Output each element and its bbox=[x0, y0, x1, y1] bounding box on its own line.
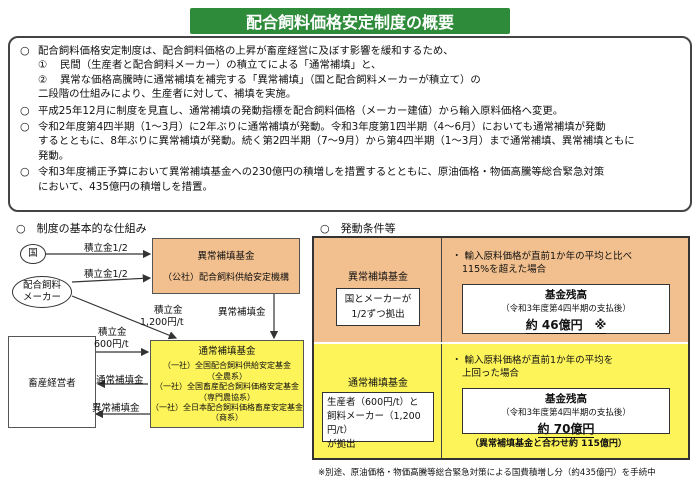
overview-text: 配合飼料価格安定制度は、配合飼料価格の上昇が畜産経営に及ぼす影響を緩和するため、 bbox=[38, 45, 454, 57]
abnormal-fund-org: （公社）配合飼料供給安定機構 bbox=[162, 273, 289, 283]
abnormal-fund-title: 異常補填基金 bbox=[197, 251, 255, 262]
abnormal-balance-box: 基金残高 （令和3年度第4四半期の支払後） 約 46億円 ※ bbox=[462, 284, 670, 334]
label-maker-contrib-normal: 積立金 bbox=[154, 305, 183, 316]
item-number: ② bbox=[38, 73, 48, 86]
overview-text: 令和2年度第4四半期（1～3月）に2年ぶりに通常補填が発動。令和3年度第1四半期… bbox=[38, 121, 606, 134]
balance-subtitle: （令和3年度第4四半期の支払後） bbox=[501, 408, 631, 418]
overview-bullet-3: ○ 令和2年度第4四半期（1～3月）に2年ぶりに通常補填が発動。令和3年度第1四… bbox=[20, 120, 680, 163]
normal-fund-org: （一社）全日本配合飼料価格畜産安定基金 bbox=[151, 403, 303, 413]
normal-fund-title: 通常補填基金 bbox=[198, 346, 256, 357]
normal-funding-text: 飼料メーカー（1,200円/t） bbox=[327, 411, 421, 436]
balance-amount: 約 46億円 ※ bbox=[525, 318, 607, 334]
balance-title: 基金残高 bbox=[545, 289, 587, 301]
label-abnormal-to-normal: 異常補填金 bbox=[218, 307, 266, 318]
overview-text: において、435億円の積増しを措置。 bbox=[38, 180, 213, 193]
label-kuni-contrib: 積立金1/2 bbox=[84, 243, 128, 254]
overview-text: 民間（生産者と配合飼料メーカー）の積立てによる「通常補填」と、 bbox=[60, 59, 382, 72]
abnormal-funding-text: 1/2ずつ拠出 bbox=[351, 309, 405, 320]
normal-trigger: ・ 輸入原料価格が直前1か年の平均を 上回った場合 bbox=[452, 355, 614, 379]
page-title: 配合飼料価格安定制度の概要 bbox=[190, 8, 510, 34]
abnormal-left-cell: 異常補填基金 国とメーカーが 1/2ずつ拠出 bbox=[314, 238, 442, 342]
normal-funding-text: 生産者（600円/t）と bbox=[327, 397, 419, 408]
conditions-row-normal: 通常補填基金 生産者（600円/t）と 飼料メーカー（1,200円/t） が拠出… bbox=[314, 344, 688, 458]
abnormal-funding-box: 国とメーカーが 1/2ずつ拠出 bbox=[336, 288, 420, 326]
overview-bullet-1: ○ 配合飼料価格安定制度は、配合飼料価格の上昇が畜産経営に及ぼす影響を緩和するた… bbox=[20, 44, 680, 102]
overview-box: ○ 配合飼料価格安定制度は、配合飼料価格の上昇が畜産経営に及ぼす影響を緩和するた… bbox=[8, 36, 692, 212]
node-normal-fund: 通常補填基金 （一社）全国配合飼料供給安定基金 （全農系） （一社）全国畜産配合… bbox=[150, 340, 304, 428]
balance-subtitle: （令和3年度第4四半期の支払後） bbox=[501, 304, 631, 314]
label-farmer-contrib: 積立金 bbox=[98, 327, 127, 338]
normal-fund-org-sub: （専門農協系） bbox=[199, 392, 255, 402]
normal-fund-org-sub: （商系） bbox=[211, 413, 243, 423]
bullet-marker: ○ bbox=[20, 44, 30, 57]
overview-text: 二段階の仕組みにより、生産者に対して、補填を実施。 bbox=[38, 88, 297, 101]
conditions-row-abnormal: 異常補填基金 国とメーカーが 1/2ずつ拠出 ・ 輸入原料価格が直前1か年の平均… bbox=[314, 238, 688, 342]
overview-text: 平成25年12月に制度を見直し、通常補填の発動指標を配合飼料価格（メーカー建値）… bbox=[38, 104, 564, 117]
conditions-section-label: ○ 発動条件等 bbox=[320, 222, 396, 235]
label-abnormal-payout: 異常補填金 bbox=[92, 403, 140, 414]
balance-amount: 約 70億円 bbox=[537, 422, 595, 438]
node-maker: 配合飼料メーカー bbox=[12, 276, 72, 308]
normal-balance-box: 基金残高 （令和3年度第4四半期の支払後） 約 70億円 bbox=[462, 388, 670, 438]
bullet-marker: ○ bbox=[20, 120, 30, 134]
normal-name: 通常補填基金 bbox=[348, 378, 408, 389]
balance-note: （異常補填基金と合わせ約 115億円） bbox=[470, 439, 627, 449]
bullet-marker: ○ bbox=[20, 103, 30, 117]
overview-text: 令和3年度補正予算において異常補填基金への230億円の積増しを措置するとともに、… bbox=[38, 166, 605, 179]
node-kuni: 国 bbox=[20, 244, 46, 264]
abnormal-name: 異常補填基金 bbox=[348, 272, 408, 283]
node-abnormal-fund: 異常補填基金 （公社）配合飼料供給安定機構 bbox=[152, 238, 300, 294]
overview-bullet-2: ○ 平成25年12月に制度を見直し、通常補填の発動指標を配合飼料価格（メーカー建… bbox=[20, 104, 680, 118]
diagram-section-label: ○ 制度の基本的な仕組み bbox=[16, 222, 147, 235]
conditions-table: 異常補填基金 国とメーカーが 1/2ずつ拠出 ・ 輸入原料価格が直前1か年の平均… bbox=[312, 236, 690, 460]
label-maker-contrib-abnormal: 積立金1/2 bbox=[84, 269, 128, 280]
overview-text: 発動。 bbox=[38, 149, 70, 162]
abnormal-funding-text: 国とメーカーが bbox=[344, 294, 412, 305]
item-number: ① bbox=[38, 59, 48, 72]
label-farmer-contrib-rate: 600円/t bbox=[94, 339, 129, 350]
normal-fund-org: （一社）全国畜産配合飼料価格安定基金 bbox=[155, 382, 299, 392]
label-normal-payout: 通常補填金 bbox=[96, 375, 144, 386]
overview-text: するとともに、8年ぶりに異常補填が発動。続く第2四半期（7～9月）から第4四半期… bbox=[38, 135, 635, 148]
overview-text: 異常な価格高騰時に通常補填を補完する「異常補填」（国と配合飼料メーカーが積立て）… bbox=[60, 73, 481, 86]
overview-bullet-4: ○ 令和3年度補正予算において異常補填基金への230億円の積増しを措置するととも… bbox=[20, 165, 680, 194]
bullet-marker: ○ bbox=[20, 165, 30, 179]
normal-funding-text: が拠出 bbox=[327, 439, 356, 450]
balance-title: 基金残高 bbox=[545, 393, 587, 405]
normal-fund-org-sub: （全農系） bbox=[207, 371, 247, 381]
normal-fund-org: （一社）全国配合飼料供給安定基金 bbox=[163, 361, 291, 371]
normal-funding-box: 生産者（600円/t）と 飼料メーカー（1,200円/t） が拠出 bbox=[322, 392, 434, 450]
abnormal-right-cell: ・ 輸入原料価格が直前1か年の平均と比べ 115%を超えた場合 基金残高 （令和… bbox=[444, 238, 688, 342]
label-maker-contrib-normal-rate: 1,200円/t bbox=[140, 317, 184, 328]
abnormal-trigger: ・ 輸入原料価格が直前1か年の平均と比べ 115%を超えた場合 bbox=[452, 251, 633, 275]
normal-right-cell: ・ 輸入原料価格が直前1か年の平均を 上回った場合 基金残高 （令和3年度第4四… bbox=[444, 344, 688, 458]
footnote: ※別途、原油価格・物価高騰等総合緊急対策による国費積増し分（約435億円）を手続… bbox=[318, 468, 656, 478]
node-farmer: 畜産経営者 bbox=[8, 336, 96, 428]
normal-left-cell: 通常補填基金 生産者（600円/t）と 飼料メーカー（1,200円/t） が拠出 bbox=[314, 344, 442, 458]
